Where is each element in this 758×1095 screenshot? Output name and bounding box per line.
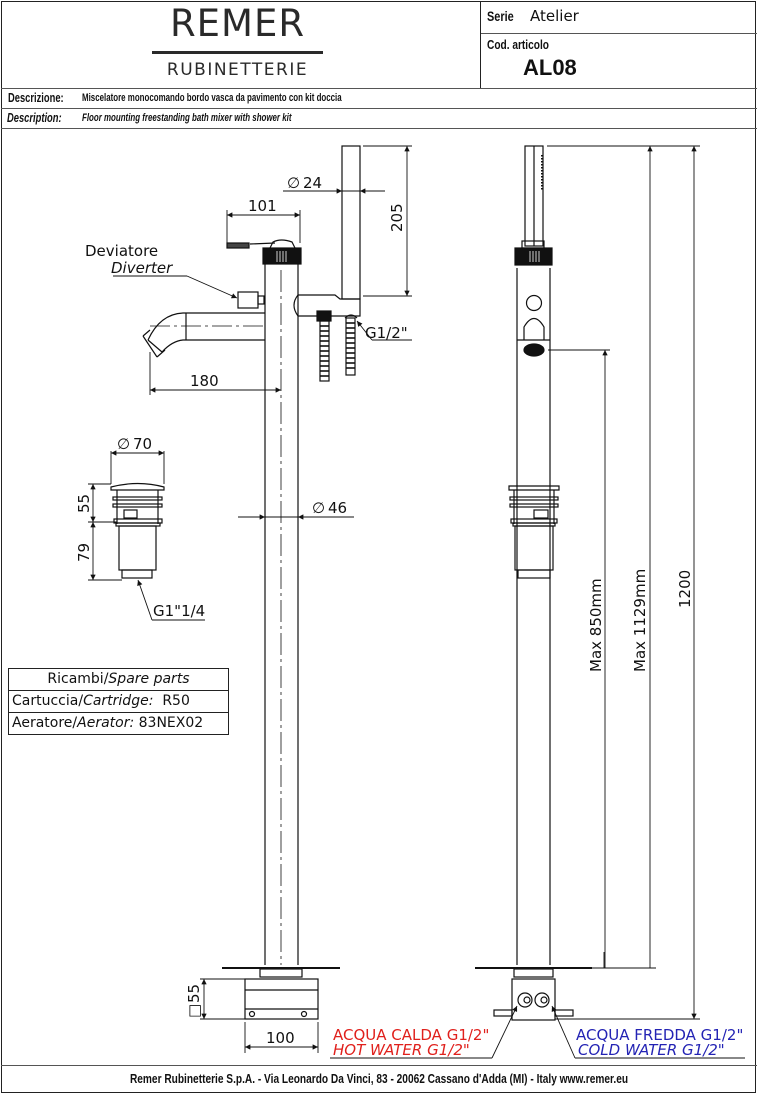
dim-base-square: 55 (185, 984, 203, 1003)
spare-part-label-en: Cartridge: (83, 693, 154, 709)
spare-parts-title-en: Spare parts (108, 671, 190, 687)
serie-label: Serie (487, 8, 514, 24)
dim-handshower-diameter: 24 (303, 174, 322, 192)
dim-max-shower-height: Max 1129mm (631, 569, 649, 672)
description-rule (1, 108, 757, 109)
dim-lever-length: 101 (248, 197, 277, 215)
drawing-top-rule (1, 128, 757, 129)
code-label: Cod. articolo (487, 37, 549, 52)
spare-part-row: Cartuccia/Cartridge: R50 (9, 690, 228, 712)
description-it-label: Descrizione: (8, 90, 64, 105)
side-view (475, 145, 592, 1021)
dim-handshower-height: 205 (388, 203, 406, 232)
dim-column-diameter: 46 (328, 499, 347, 517)
diameter-symbol-70: ∅ (117, 435, 130, 453)
spare-parts-table: Ricambi/Spare parts Cartuccia/Cartridge:… (8, 668, 229, 735)
dimension-lines (88, 145, 745, 1059)
header-rule-serie (481, 33, 757, 34)
waste-valve-drawing (110, 482, 165, 579)
serie-value: Atelier (530, 7, 579, 25)
header-rule (1, 88, 757, 89)
front-view (142, 145, 361, 1020)
dim-waste-upper-height: 55 (75, 494, 93, 513)
dim-max-spout-height: Max 850mm (587, 578, 605, 672)
code-value: AL08 (523, 55, 577, 80)
diverter-label-en: Diverter (111, 259, 173, 277)
spare-part-row: Aeratore/Aerator: 83NEX02 (9, 712, 228, 734)
cold-water-label-en: COLD WATER G1/2" (578, 1041, 725, 1059)
base-square-symbol: □ (185, 1004, 203, 1018)
footer-rule (1, 1065, 757, 1066)
header-divider (480, 1, 481, 89)
waste-thread-label: G1"1/4 (153, 602, 205, 620)
spare-part-value: 83NEX02 (138, 715, 204, 731)
dim-waste-diameter: 70 (133, 435, 152, 453)
description-en-text: Floor mounting freestanding bath mixer w… (82, 112, 292, 124)
spare-part-value: R50 (162, 693, 190, 709)
description-en-label: Description: (7, 110, 62, 125)
spare-parts-title: Ricambi/Spare parts (9, 669, 228, 690)
spare-parts-title-it: Ricambi/ (47, 671, 109, 687)
footer-address: Remer Rubinetterie S.p.A. - Via Leonardo… (129, 1071, 629, 1086)
dim-base-width: 100 (266, 1029, 295, 1047)
spare-part-label-it: Cartuccia/ (12, 693, 84, 709)
diverter-label-it: Deviatore (85, 242, 158, 260)
description-it-text: Miscelatore monocomando bordo vasca da p… (82, 92, 342, 104)
brand-logo-sub: RUBINETTERIE (166, 60, 309, 80)
spare-part-label-en: Aerator: (77, 715, 135, 731)
hot-water-label-it: ACQUA CALDA G1/2" (333, 1026, 489, 1044)
hose-thread-label: G1/2" (365, 324, 408, 342)
hot-water-label-en: HOT WATER G1/2" (333, 1041, 470, 1059)
brand-logo-rule (152, 51, 323, 54)
diameter-symbol-46: ∅ (312, 499, 325, 517)
dim-waste-lower-height: 79 (75, 543, 93, 562)
dim-spout-reach: 180 (190, 372, 219, 390)
brand-logo: REMER (169, 2, 306, 45)
cold-water-label-it: ACQUA FREDDA G1/2" (576, 1026, 743, 1044)
diameter-symbol-24: ∅ (287, 174, 300, 192)
dim-total-height: 1200 (676, 570, 694, 608)
spare-part-label-it: Aeratore/ (12, 715, 78, 731)
